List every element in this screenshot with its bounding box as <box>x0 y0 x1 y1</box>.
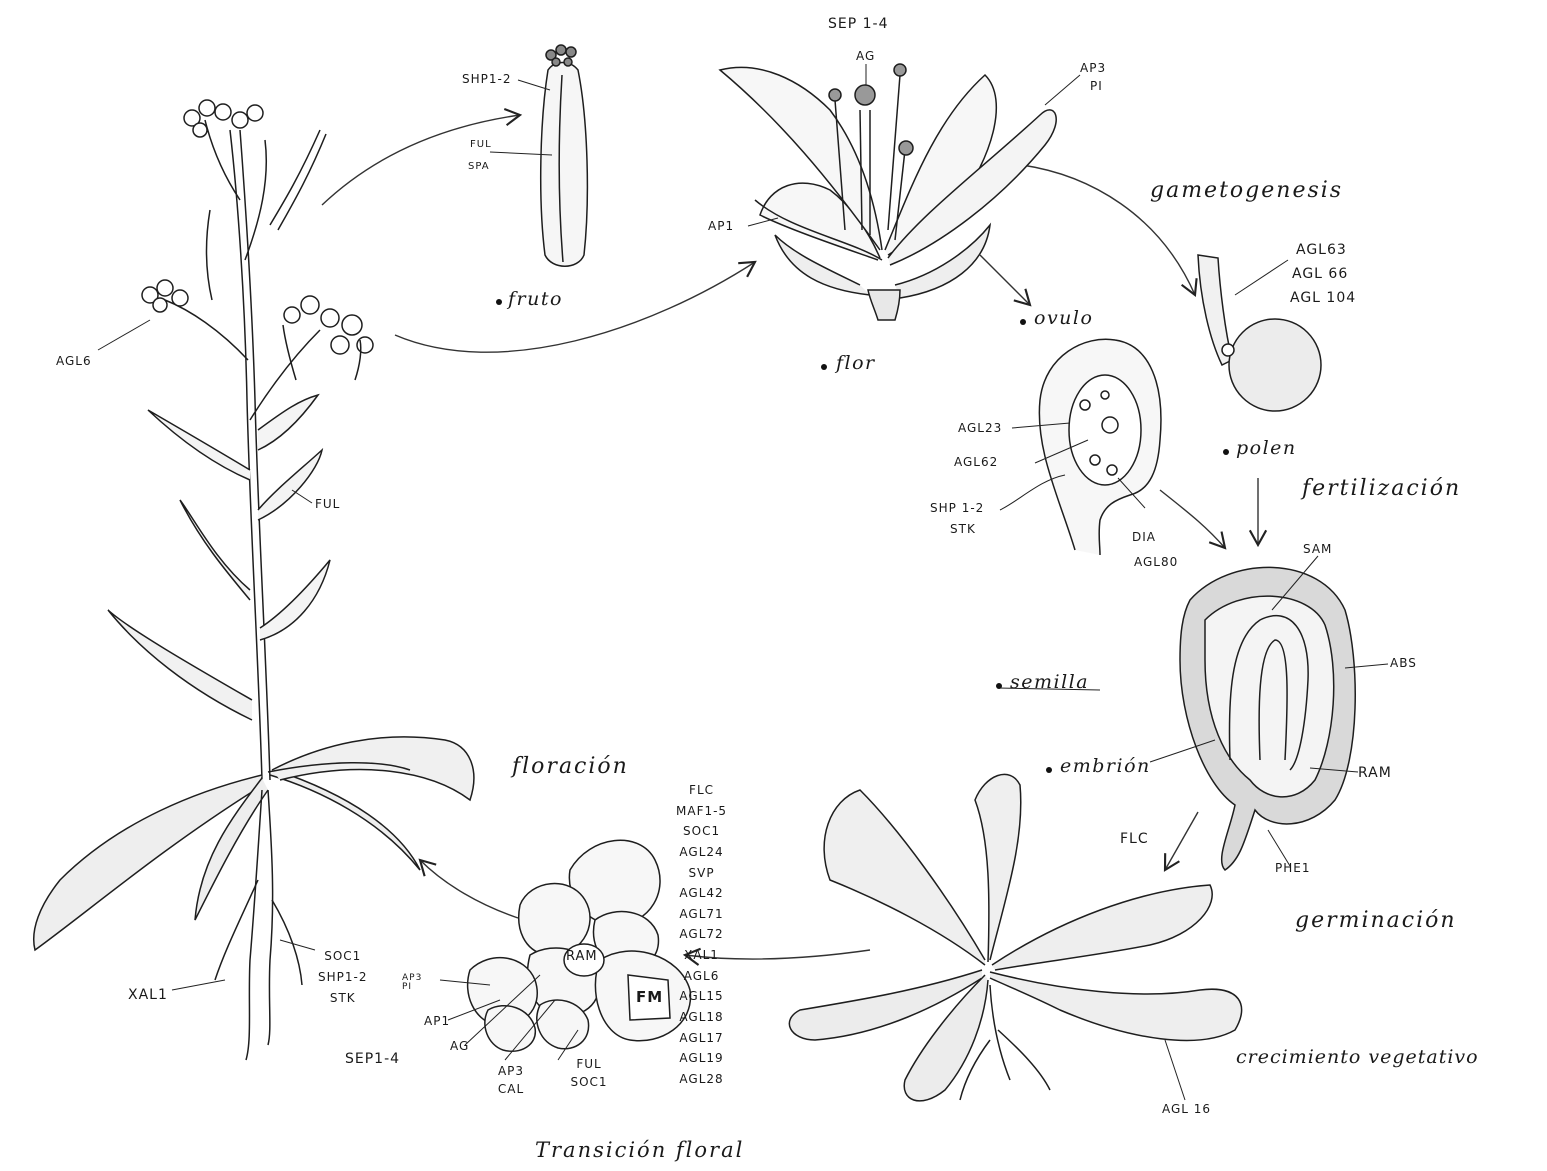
gene-label-shp12-fruit: SHP1-2 <box>462 73 511 85</box>
ovule-bullet <box>1020 319 1026 325</box>
gene-label-shp12-root: SHP1-2 <box>318 967 367 988</box>
gene-label-ag-meristem: AG <box>450 1040 469 1052</box>
transition-gene-item: AGL6 <box>676 966 727 987</box>
gene-label-fulsoc1-meristem: FUL SOC1 <box>566 1055 612 1091</box>
gene-label-agl6: AGL6 <box>56 355 92 367</box>
flower-bullet <box>821 364 827 370</box>
gene-label-agl66: AGL 66 <box>1292 267 1348 281</box>
ovule-drawing <box>1039 339 1161 555</box>
transition-gene-item: SVP <box>676 863 727 884</box>
gene-label-agl62: AGL62 <box>954 456 998 468</box>
transition-gene-item: AGL24 <box>676 842 727 863</box>
transition-gene-item: XAL1 <box>676 945 727 966</box>
gene-label-ag-flower: AG <box>856 50 875 62</box>
pollen-bullet <box>1223 449 1229 455</box>
transition-gene-item: AGL42 <box>676 883 727 904</box>
transition-gene-item: MAF1-5 <box>676 801 727 822</box>
gene-label-ram-seed: RAM <box>1358 766 1392 780</box>
gene-label-agl80: AGL80 <box>1134 556 1178 568</box>
stage-label-embryo: embrión <box>1060 757 1151 776</box>
gene-label-ap3: AP3 <box>1080 62 1106 74</box>
gene-label-agl16: AGL 16 <box>1162 1103 1211 1115</box>
gene-label-fm: FM <box>636 990 663 1005</box>
gene-label-abs: ABS <box>1390 657 1417 669</box>
transition-gene-item: AGL18 <box>676 1007 727 1028</box>
transition-gene-item: AGL71 <box>676 904 727 925</box>
fruit-bullet <box>496 299 502 305</box>
gene-label-sep14-meristem: SEP1-4 <box>345 1052 400 1066</box>
gene-label-dia: DIA <box>1132 531 1156 543</box>
meristem-drawing <box>468 840 691 1051</box>
gene-label-ful-plant: FUL <box>315 498 340 510</box>
transition-gene-item: SOC1 <box>676 821 727 842</box>
embryo-bullet <box>1046 767 1052 773</box>
seedling-drawing <box>789 774 1241 1101</box>
gene-label-ap1-meristem: AP1 <box>424 1015 450 1027</box>
gene-stack-root: SOC1 SHP1-2 STK <box>318 946 367 1009</box>
gene-label-shp12-ovule: SHP 1-2 <box>930 502 984 514</box>
fruit-drawing <box>541 45 588 266</box>
process-label-floral-transition: Transición floral <box>535 1140 744 1161</box>
gene-label-ful-fruit: FUL <box>470 140 492 150</box>
process-label-gametogenesis: gametogenesis <box>1150 180 1343 202</box>
process-label-vegetative-growth: crecimiento vegetativo <box>1236 1048 1479 1067</box>
gene-label-pi: PI <box>1090 80 1103 92</box>
leader-lines <box>98 64 1388 1100</box>
gene-label-sep14-flower: SEP 1-4 <box>828 17 889 31</box>
gene-label-agl23: AGL23 <box>958 422 1002 434</box>
cycle-arrows <box>322 115 1258 959</box>
transition-gene-item: FLC <box>676 780 727 801</box>
transition-gene-item: AGL17 <box>676 1028 727 1049</box>
gene-label-soc1-root: SOC1 <box>318 946 367 967</box>
seed-drawing <box>1180 567 1355 870</box>
gene-label-spa: SPA <box>468 162 490 172</box>
transition-gene-item: AGL28 <box>676 1069 727 1090</box>
gene-label-stk-ovule: STK <box>950 523 976 535</box>
stage-label-fruit: fruto <box>508 290 563 309</box>
gene-label-ram-meristem: RAM <box>566 950 598 963</box>
process-label-flowering: floración <box>512 756 629 778</box>
gene-label-ap1-flower: AP1 <box>708 220 734 232</box>
transition-gene-item: AGL15 <box>676 986 727 1007</box>
seed-bullet <box>996 683 1002 689</box>
gene-label-xal1-plant: XAL1 <box>128 988 168 1002</box>
transition-gene-item: AGL72 <box>676 924 727 945</box>
gene-label-ap3cal-meristem: AP3 CAL <box>494 1062 528 1098</box>
gene-label-ap3pi-meristem: AP3 PI <box>402 974 426 992</box>
gene-label-phe1: PHE1 <box>1275 862 1310 874</box>
mature-plant-drawing <box>34 100 474 1060</box>
process-label-fertilization: fertilización <box>1302 478 1461 500</box>
gene-label-flc-germination: FLC <box>1120 832 1149 846</box>
process-label-germination: germinación <box>1295 910 1457 932</box>
stage-label-pollen: polen <box>1236 439 1297 458</box>
transition-gene-item: AGL19 <box>676 1048 727 1069</box>
stage-label-seed: semilla <box>1010 673 1089 692</box>
gene-label-stk-root: STK <box>318 988 367 1009</box>
gene-label-agl63: AGL63 <box>1296 243 1347 257</box>
gene-label-agl104: AGL 104 <box>1290 291 1356 305</box>
stage-label-ovule: ovulo <box>1034 309 1093 328</box>
gene-label-sam: SAM <box>1303 543 1332 555</box>
stage-label-flower: flor <box>836 354 876 373</box>
